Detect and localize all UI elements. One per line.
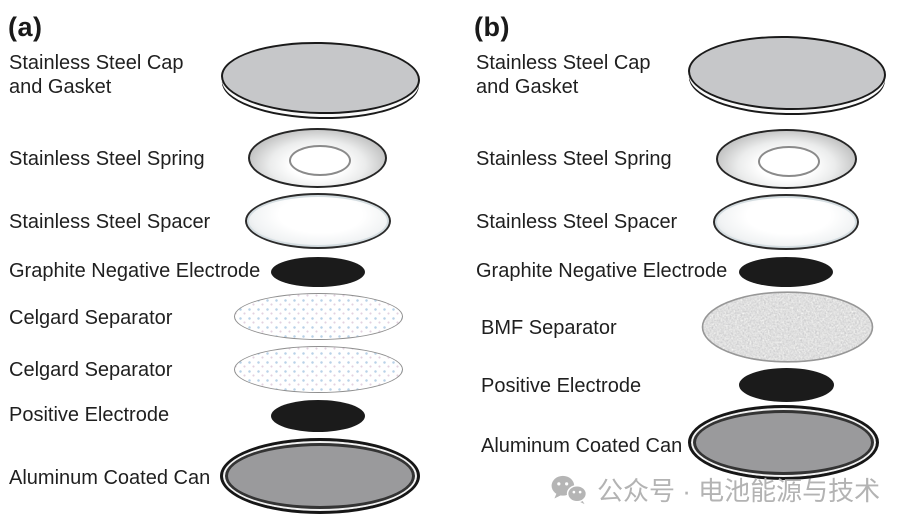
spring-disc-b bbox=[716, 129, 857, 189]
spring-disc-a bbox=[248, 128, 387, 188]
positive-electrode-disc-a bbox=[271, 400, 365, 432]
label-celgard-separator-2-a: Celgard Separator bbox=[9, 359, 173, 381]
label-positive-electrode-a: Positive Electrode bbox=[9, 404, 170, 426]
label-spacer-b: Stainless Steel Spacer bbox=[476, 211, 678, 233]
panel-b-letter: (b) bbox=[474, 12, 510, 42]
label-can-b: Aluminum Coated Can bbox=[481, 435, 683, 457]
positive-electrode-disc-b bbox=[739, 368, 834, 402]
bmf-separator-disc-b bbox=[701, 291, 874, 363]
spacer-disc-b bbox=[713, 194, 859, 250]
wechat-icon bbox=[551, 475, 588, 504]
label-celgard-separator-1-a: Celgard Separator bbox=[9, 307, 173, 329]
label-positive-electrode-b: Positive Electrode bbox=[481, 375, 642, 397]
cap-gasket-disc-b bbox=[687, 33, 887, 113]
spacer-disc-a bbox=[245, 193, 391, 249]
celgard-separator-disc-2-a bbox=[234, 346, 403, 393]
label-spring-b: Stainless Steel Spring bbox=[476, 148, 672, 170]
graphite-electrode-disc-b bbox=[739, 257, 833, 287]
bmf-speckle-texture bbox=[701, 291, 874, 363]
graphite-electrode-disc-a bbox=[271, 257, 365, 287]
panel-a-letter: (a) bbox=[8, 12, 43, 42]
watermark: 公众号 · 电池能源与技术 bbox=[550, 471, 880, 508]
spring-hole-a bbox=[289, 145, 351, 176]
can-disc-b bbox=[688, 405, 879, 480]
label-graphite-electrode-a: Graphite Negative Electrode bbox=[9, 260, 261, 282]
label-can-a: Aluminum Coated Can bbox=[9, 467, 211, 489]
label-graphite-electrode-b: Graphite Negative Electrode bbox=[476, 260, 728, 282]
label-cap-gasket-a: Stainless Steel Cap and Gasket bbox=[9, 52, 184, 98]
label-cap-gasket-b: Stainless Steel Cap and Gasket bbox=[476, 52, 651, 98]
label-spacer-a: Stainless Steel Spacer bbox=[9, 211, 211, 233]
cap-gasket-disc-a bbox=[220, 39, 421, 117]
celgard-separator-disc-1-a bbox=[234, 293, 403, 340]
label-spring-a: Stainless Steel Spring bbox=[9, 148, 205, 170]
watermark-text: 公众号 · 电池能源与技术 bbox=[597, 476, 881, 506]
spring-hole-b bbox=[758, 146, 820, 177]
can-disc-a bbox=[220, 438, 420, 514]
label-bmf-separator-b: BMF Separator bbox=[481, 317, 617, 339]
